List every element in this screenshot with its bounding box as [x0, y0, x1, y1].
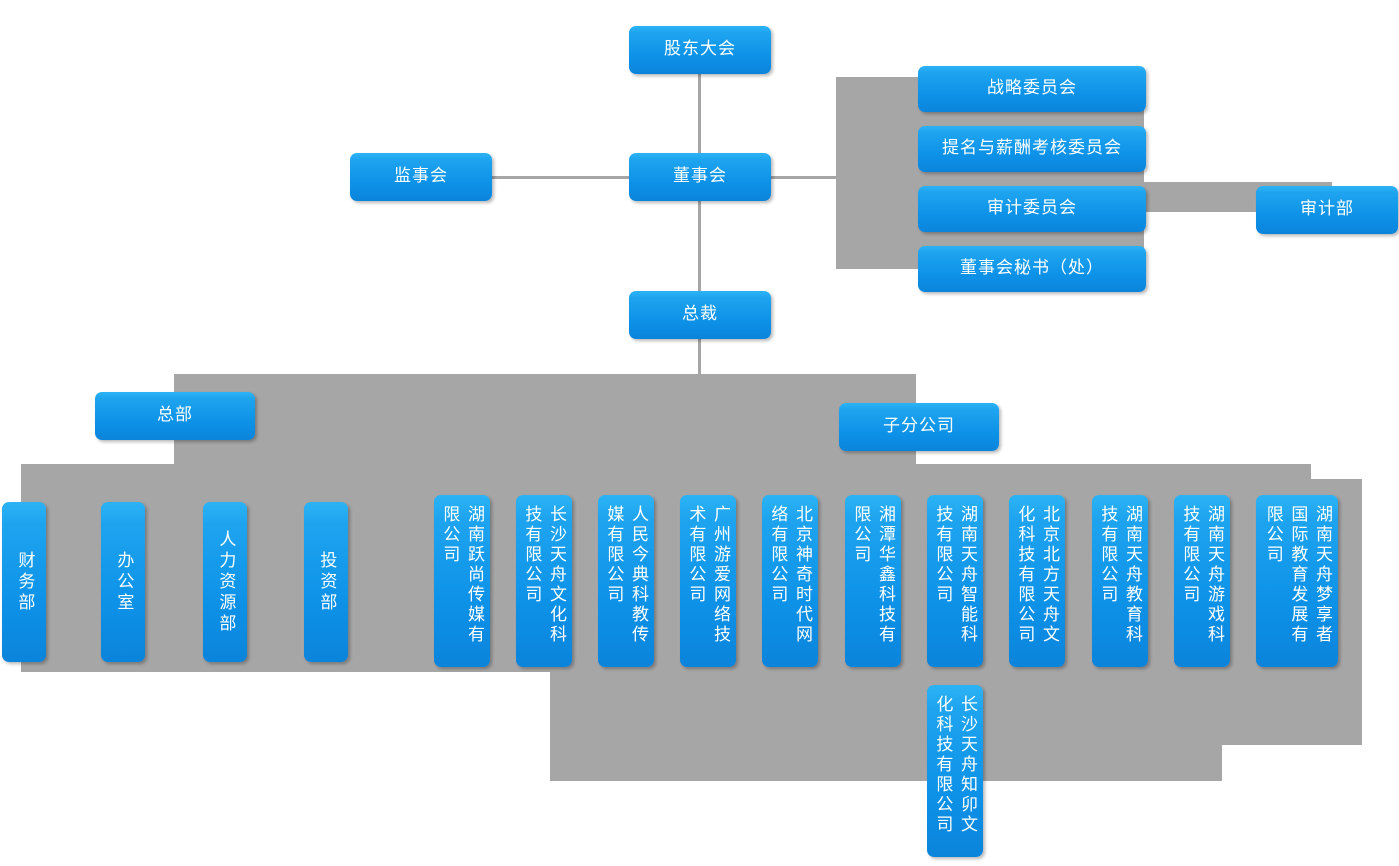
node-president[interactable]: 总裁	[629, 291, 771, 339]
node-label: 审计委员会	[987, 198, 1077, 219]
node-label: 湖南天舟游戏科技有限公司	[1179, 505, 1224, 645]
node-label: 湖南天舟智能科技有限公司	[932, 505, 977, 645]
node-label: 办公室	[113, 550, 134, 614]
node-subsidiary-hunan-tianzhou-mengxiangzhe-international-education[interactable]: 湖南天舟梦享者国际教育发展有限公司	[1256, 495, 1338, 667]
node-dept-finance[interactable]: 财务部	[2, 502, 46, 662]
node-label: 北京北方天舟文化科技有限公司	[1014, 505, 1059, 645]
node-dept-office[interactable]: 办公室	[101, 502, 145, 662]
node-board-secretary-office[interactable]: 董事会秘书（处）	[918, 246, 1146, 292]
node-subsidiary-hunan-tianzhou-game-tech[interactable]: 湖南天舟游戏科技有限公司	[1174, 495, 1230, 667]
node-audit-department[interactable]: 审计部	[1256, 186, 1398, 234]
node-group-subsidiaries[interactable]: 子分公司	[839, 403, 999, 451]
line-president-to-groups	[698, 338, 701, 378]
line-supervisors-to-board	[491, 176, 629, 179]
node-dept-investment[interactable]: 投资部	[304, 502, 348, 662]
node-label: 总裁	[682, 304, 718, 325]
backdrop-notch-lower-left	[0, 672, 330, 866]
node-board-of-directors[interactable]: 董事会	[629, 153, 771, 201]
node-label: 战略委员会	[987, 78, 1077, 99]
node-subsidiary-renmin-jindian-education-media[interactable]: 人民今典科教传媒有限公司	[598, 495, 654, 667]
node-subsidiary-beijing-beifang-tianzhou-culture-tech[interactable]: 北京北方天舟文化科技有限公司	[1009, 495, 1065, 667]
node-shareholders-meeting[interactable]: 股东大会	[629, 26, 771, 74]
node-subsidiary-hunan-yueshang-media[interactable]: 湖南跃尚传媒有限公司	[434, 495, 490, 667]
line-shareholders-to-board	[698, 74, 701, 154]
line-board-to-president	[698, 200, 701, 292]
node-subsidiary-guangzhou-youai-network-tech[interactable]: 广州游爱网络技术有限公司	[680, 495, 736, 667]
node-label: 长沙天舟文化科技有限公司	[521, 505, 566, 645]
node-label: 子分公司	[883, 416, 955, 437]
node-label: 北京神奇时代网络有限公司	[767, 505, 812, 645]
node-committee-strategy[interactable]: 战略委员会	[918, 66, 1146, 112]
node-label: 股东大会	[664, 39, 736, 60]
node-subsidiary-hunan-tianzhou-intelligent-tech[interactable]: 湖南天舟智能科技有限公司	[927, 495, 983, 667]
node-label: 提名与薪酬考核委员会	[942, 138, 1122, 159]
node-label: 监事会	[394, 166, 448, 187]
node-label: 审计部	[1300, 199, 1354, 220]
backdrop-notch-lower-right	[1222, 745, 1399, 866]
node-label: 湖南跃尚传媒有限公司	[439, 505, 484, 645]
node-label: 湖南天舟教育科技有限公司	[1097, 505, 1142, 645]
node-committee-audit[interactable]: 审计委员会	[918, 186, 1146, 232]
line-board-to-committees	[770, 176, 838, 179]
node-label: 长沙天舟知卯文化科技有限公司	[932, 695, 977, 835]
node-label: 投资部	[316, 550, 337, 614]
node-label: 董事会秘书（处）	[960, 258, 1104, 279]
node-label: 广州游爱网络技术有限公司	[685, 505, 730, 645]
node-dept-human-resources[interactable]: 人力资源部	[203, 502, 247, 662]
node-label: 总部	[157, 405, 193, 426]
node-subsidiary-changsha-tianzhou-culture-tech[interactable]: 长沙天舟文化科技有限公司	[516, 495, 572, 667]
node-label: 湖南天舟梦享者国际教育发展有限公司	[1262, 505, 1332, 645]
backdrop-notch-under-hq	[330, 672, 550, 866]
node-label: 董事会	[673, 166, 727, 187]
node-group-headquarters[interactable]: 总部	[95, 392, 255, 440]
node-subsidiary-hunan-tianzhou-education-tech[interactable]: 湖南天舟教育科技有限公司	[1092, 495, 1148, 667]
node-subsidiary-beijing-shenqi-shidai-network[interactable]: 北京神奇时代网络有限公司	[762, 495, 818, 667]
backdrop-groups-band	[174, 374, 916, 464]
node-label: 人民今典科教传媒有限公司	[603, 505, 648, 645]
node-subsidiary-xiangtan-huaxin-tech[interactable]: 湘潭华鑫科技有限公司	[845, 495, 901, 667]
node-label: 财务部	[14, 550, 35, 614]
node-board-of-supervisors[interactable]: 监事会	[350, 153, 492, 201]
node-committee-nomination-remuneration[interactable]: 提名与薪酬考核委员会	[918, 126, 1146, 172]
node-label: 人力资源部	[215, 529, 236, 635]
node-label: 湘潭华鑫科技有限公司	[850, 505, 895, 645]
node-subsidiary-changsha-tianzhou-zhimao-culture-tech[interactable]: 长沙天舟知卯文化科技有限公司	[927, 685, 983, 857]
